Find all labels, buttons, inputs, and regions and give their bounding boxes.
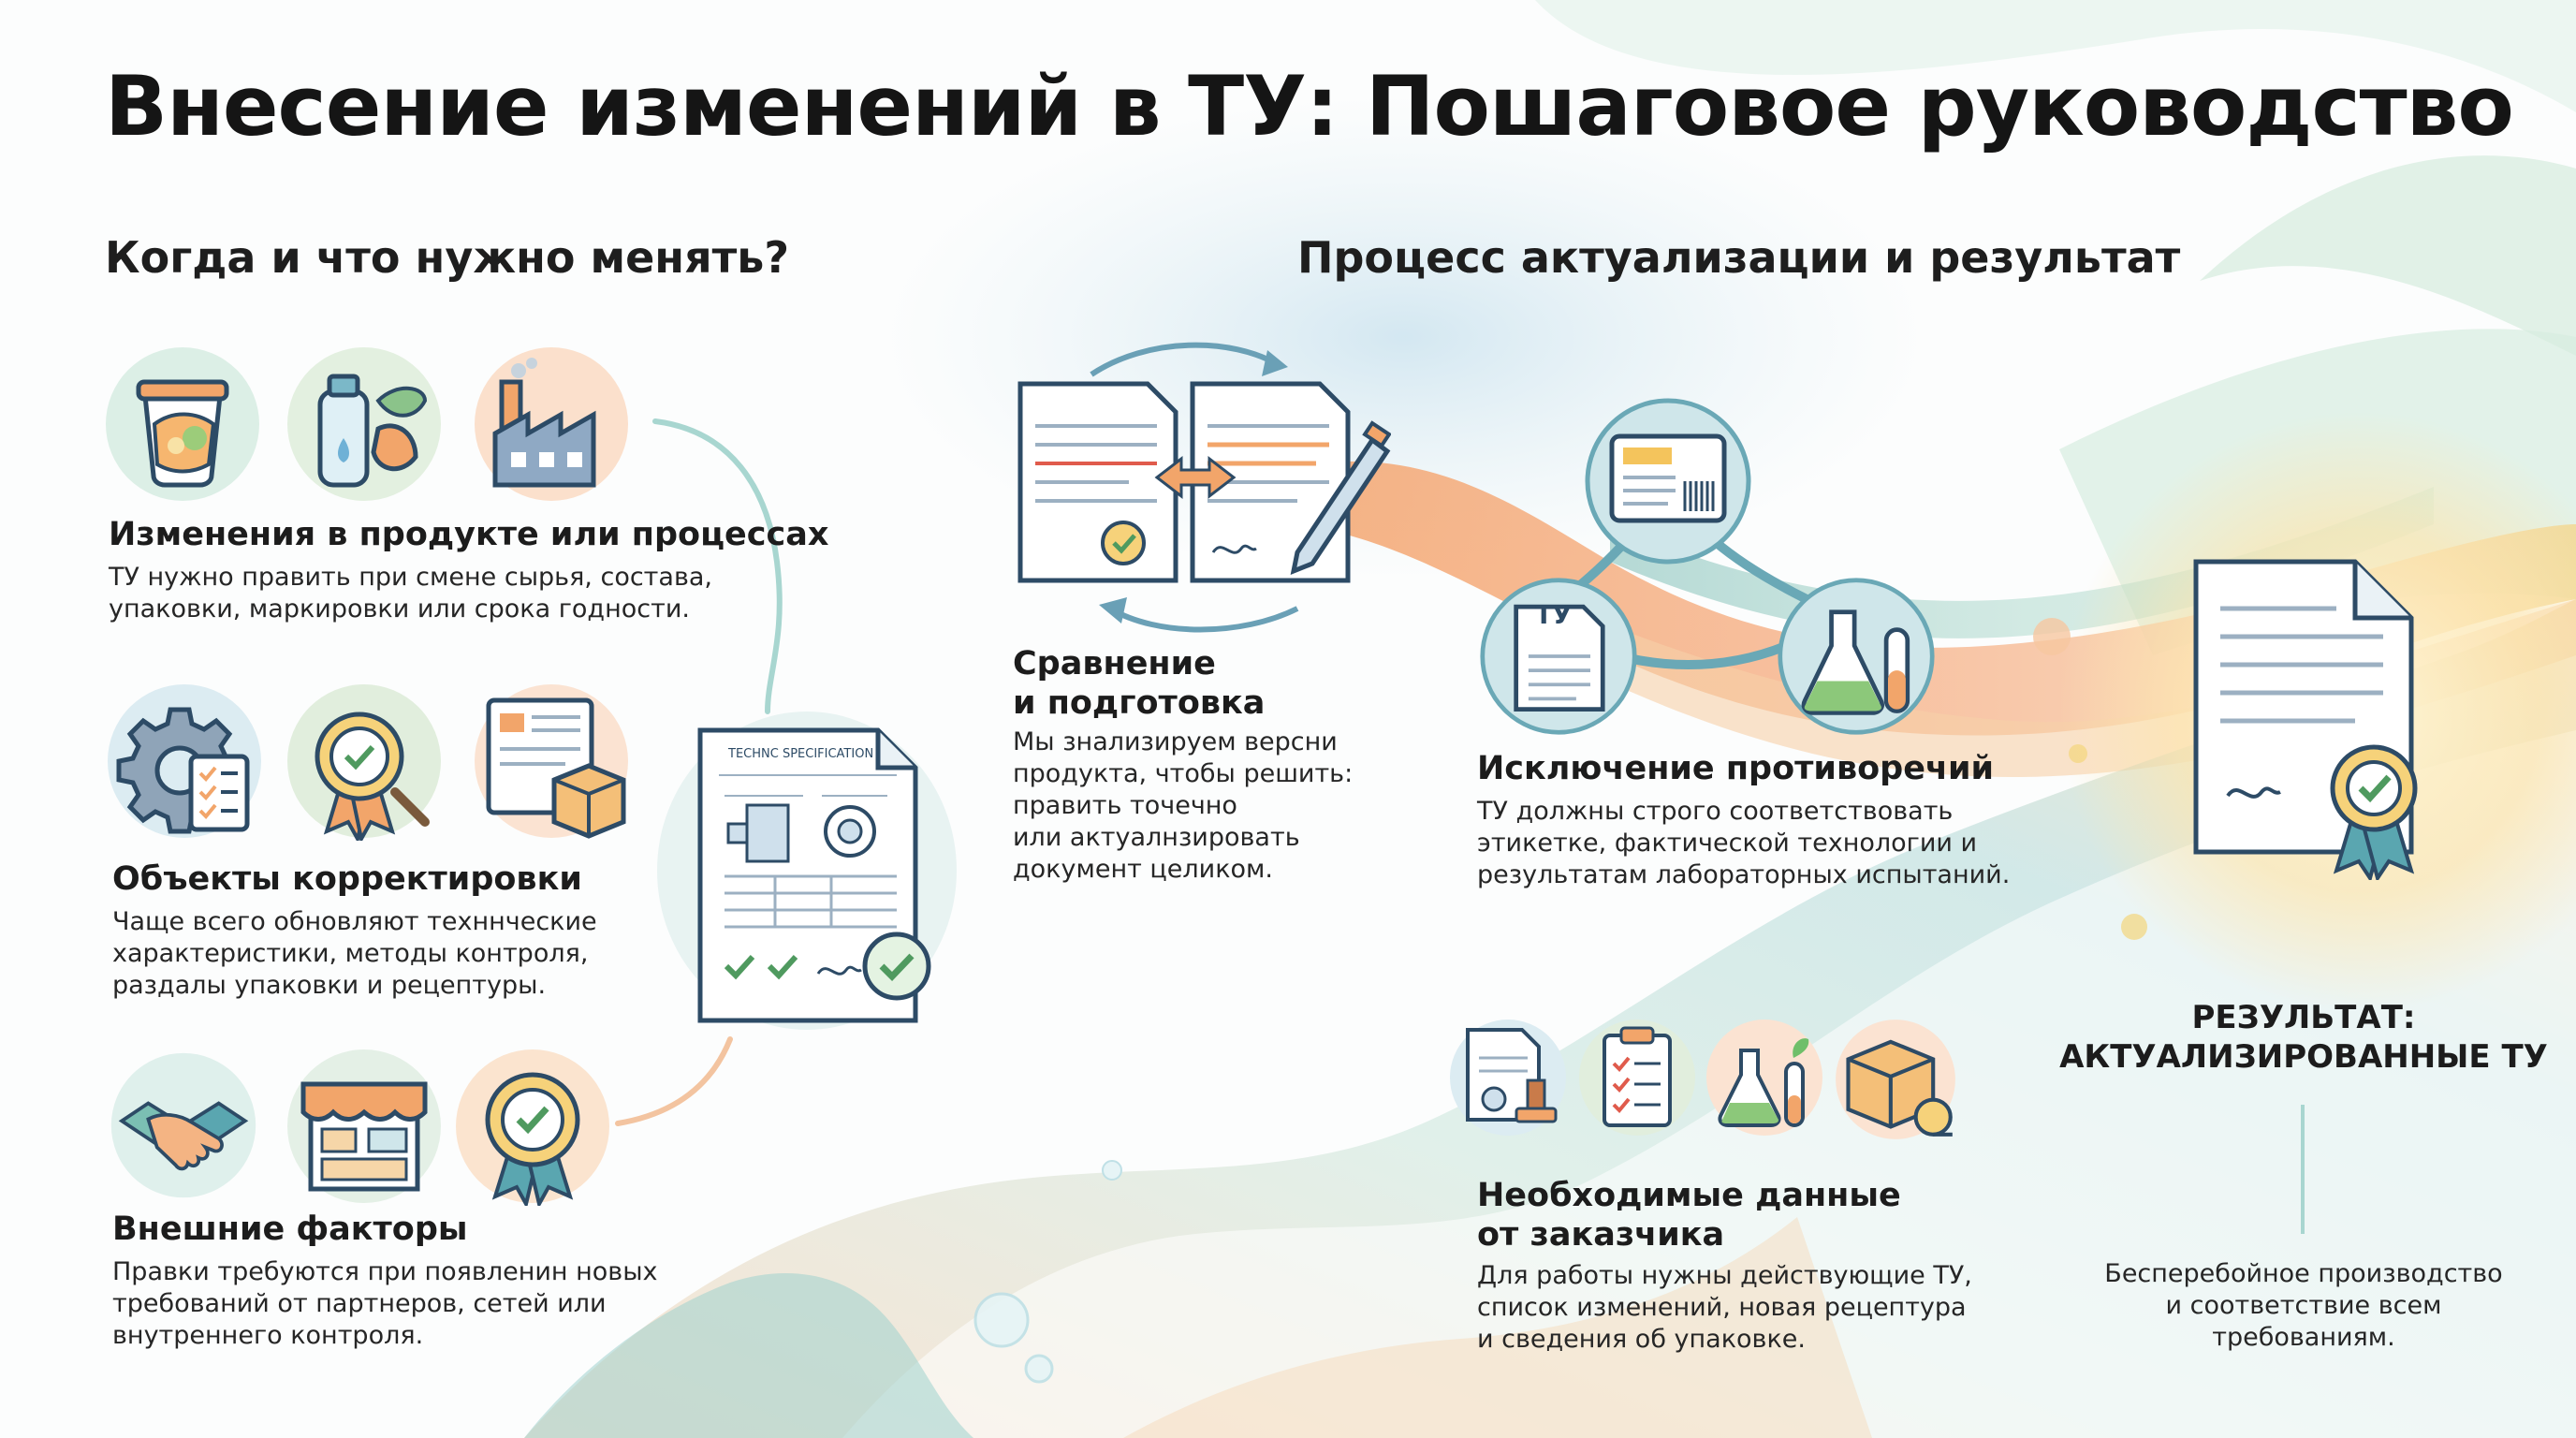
- right-section-heading: Процесс актуализации и результат: [1297, 232, 2181, 283]
- customer-data-heading: Необходимые данные от заказчика: [1477, 1176, 1901, 1255]
- handshake-icon: [110, 1052, 256, 1198]
- bottle-and-leaf-icon: [287, 347, 441, 501]
- item-2-text-line: раздалы упаковки и рецептуры.: [112, 971, 547, 1000]
- technical-specification-document-icon: [697, 727, 931, 1023]
- packaged-food-cup-icon: [106, 347, 259, 501]
- approved-document-icon: [2193, 559, 2418, 880]
- item-3-heading: Внешние факторы: [112, 1211, 468, 1248]
- compare-heading: Сравнение и подготовка: [1013, 644, 1265, 723]
- result-heading-line: АКТУАЛИЗИРОВАННЫЕ ТУ: [2059, 1038, 2548, 1076]
- customer-data-text: Для работы нужны действующие ТУ, список …: [1477, 1260, 1972, 1356]
- compare-text-line: править точечно: [1013, 791, 1237, 820]
- page-title: Внесение изменений в ТУ: Пошаговое руков…: [105, 58, 2514, 154]
- item-1-heading: Изменения в продукте или процессах: [109, 516, 829, 553]
- factory-icon: [475, 347, 628, 501]
- result-text-line: Бесперебойное производство: [2104, 1259, 2503, 1288]
- customer-data-text-line: список изменений, новая рецептура: [1477, 1293, 1967, 1322]
- result-text-line: требованиям.: [2212, 1323, 2395, 1352]
- checklist-clipboard-icon: [1579, 1020, 1695, 1136]
- document-comparison-icon: [1017, 342, 1391, 633]
- customer-data-heading-line: Необходимые данные: [1477, 1177, 1901, 1214]
- stamped-document-icon: [1450, 1020, 1566, 1136]
- package-measure-icon: [1836, 1020, 1955, 1139]
- compare-heading-line: Сравнение: [1013, 645, 1216, 682]
- compare-heading-line: и подготовка: [1013, 684, 1266, 722]
- document-box-icon: [475, 684, 628, 839]
- gear-checklist-icon: [108, 684, 261, 838]
- customer-data-text-line: Для работы нужны действующие ТУ,: [1477, 1261, 1972, 1290]
- store-icon: [287, 1049, 441, 1203]
- result-text: Бесперебойное производство и соответстви…: [2046, 1258, 2561, 1354]
- spec-document-label: TECHNC SPECIFICATION: [728, 747, 874, 761]
- item-2-heading: Объекты корректировки: [112, 860, 582, 898]
- item-3-text: Правки требуются при появленин новых тре…: [112, 1256, 658, 1352]
- quality-badge-magnifier-icon: [287, 684, 441, 841]
- recipe-flask-icon: [1706, 1020, 1822, 1136]
- left-section-heading: Когда и что нужно менять?: [105, 232, 790, 283]
- compare-text: Мы знализируем версни продукта, чтобы ре…: [1013, 726, 1353, 886]
- item-3-text-line: Правки требуются при появленин новых: [112, 1257, 658, 1286]
- customer-data-heading-line: от заказчика: [1477, 1216, 1725, 1254]
- lab-flasks-icon: [1778, 578, 1935, 735]
- result-text-line: и соответствие всем: [2165, 1291, 2442, 1320]
- contradictions-heading: Исключение противоречий: [1477, 750, 1995, 787]
- contradictions-text-line: результатам лабораторных испытаний.: [1477, 860, 2011, 889]
- result-heading: РЕЗУЛЬТАТ: АКТУАЛИЗИРОВАННЫЕ ТУ: [2046, 998, 2561, 1077]
- item-2-text: Чаще всего обновляют техннческие характе…: [112, 906, 597, 1002]
- item-2-text-line: характеристики, методы контроля,: [112, 939, 589, 968]
- item-1-text-line: упаковки, маркировки или срока годности.: [109, 594, 690, 624]
- tu-label: ТУ: [1535, 601, 1573, 630]
- item-2-text-line: Чаще всего обновляют техннческие: [112, 907, 597, 936]
- item-3-text-line: внутреннего контроля.: [112, 1321, 424, 1350]
- compare-text-line: Мы знализируем версни: [1013, 727, 1338, 756]
- compare-text-line: документ целиком.: [1013, 855, 1273, 884]
- contradictions-text-line: этикетке, фактической технологии и: [1477, 829, 1978, 858]
- item-3-text-line: требований от партнеров, сетей или: [112, 1289, 607, 1318]
- certified-badge-icon: [456, 1049, 609, 1206]
- item-1-text: ТУ нужно править при смене сырья, состав…: [109, 562, 712, 625]
- contradictions-text-line: ТУ должны строго соответствовать: [1477, 797, 1954, 826]
- product-label-icon: [1585, 398, 1751, 565]
- item-1-text-line: ТУ нужно править при смене сырья, состав…: [109, 563, 712, 592]
- tu-document-icon: [1480, 578, 1637, 735]
- compare-text-line: или актуалнзировать: [1013, 823, 1300, 852]
- compare-text-line: продукта, чтобы решить:: [1013, 759, 1354, 788]
- customer-data-text-line: и сведения об упаковке.: [1477, 1325, 1806, 1354]
- result-heading-line: РЕЗУЛЬТАТ:: [2191, 999, 2416, 1036]
- contradictions-text: ТУ должны строго соответствовать этикетк…: [1477, 796, 2010, 891]
